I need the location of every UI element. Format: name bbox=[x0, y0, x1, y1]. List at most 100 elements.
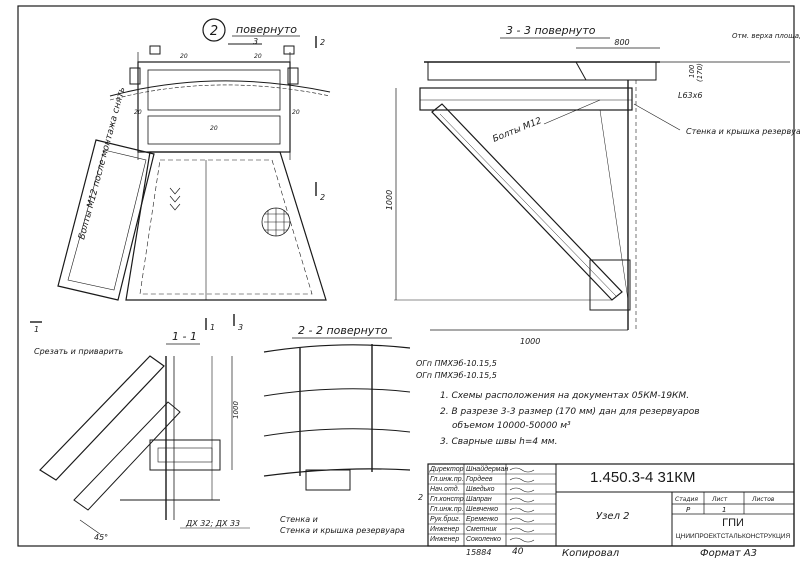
cut-3-top: 3 bbox=[253, 37, 258, 46]
rail-low bbox=[263, 428, 411, 437]
tb-sheet-v: 1 bbox=[722, 506, 726, 514]
rail-top bbox=[263, 344, 411, 353]
tb-name: Гордеев bbox=[466, 476, 493, 483]
dim-45-leader bbox=[79, 519, 101, 535]
stair-body bbox=[125, 151, 327, 301]
tb-role: Гл.инж.пр. bbox=[430, 476, 464, 483]
node-label: Узел 2 bbox=[596, 511, 630, 522]
diagonal-brace-inner bbox=[439, 113, 617, 297]
bolts-remove-1: Болты М12 после монтажа снять bbox=[77, 86, 127, 241]
note-2b: объемом 10000-50000 м³ bbox=[452, 421, 571, 431]
top-view-title: повернуто bbox=[236, 23, 297, 36]
ogp-1: ОГп ПМХЭб-10.15,5 bbox=[416, 359, 497, 368]
footer-format: Формат А3 bbox=[700, 548, 757, 559]
tb-name: Еременко bbox=[466, 516, 499, 523]
wall-roof-bottom-1: Стенка и bbox=[280, 515, 318, 524]
wall-roof-leader bbox=[633, 103, 681, 131]
tb-org: ГПИ bbox=[722, 517, 744, 529]
tb-name: Шведько bbox=[466, 486, 495, 493]
cut-1-left: 1 bbox=[34, 325, 39, 334]
tank-hatch bbox=[599, 109, 629, 301]
node-marker: 2 bbox=[210, 24, 218, 39]
section-33-title: 3 - 3 повернуто bbox=[506, 24, 596, 37]
dim-1000-left: 1000 bbox=[232, 401, 240, 419]
tb-role: Инженер bbox=[430, 526, 460, 533]
tank-arc-2 bbox=[109, 84, 331, 101]
dim-45: 45° bbox=[94, 533, 108, 542]
lower-plate bbox=[589, 259, 631, 311]
tb-role: Рук.бриг. bbox=[430, 516, 461, 523]
platform-inner bbox=[147, 69, 281, 111]
tank-arc bbox=[109, 80, 331, 97]
cut-2-top: 2 bbox=[320, 38, 325, 47]
tb-org-full: ЦНИИПРОЕКТСТАЛЬКОНСТРУКЦИЯ bbox=[676, 533, 791, 540]
tb-name: Соколенко bbox=[466, 536, 501, 543]
note-1: 1. Схемы расположения на документах 05КМ… bbox=[440, 391, 689, 401]
dx-label: ДХ 32; ДХ 33 bbox=[185, 519, 240, 528]
plan-view: 2 повернуто 3 2 20 20 20 20 20 Болты М12 bbox=[30, 18, 331, 334]
grate-patch bbox=[261, 207, 291, 237]
bolts-leader bbox=[543, 99, 601, 125]
dim-1000-v: 1000 bbox=[385, 190, 394, 210]
cut-2-mid: 2 bbox=[320, 193, 325, 202]
tb-role: Нач.отд. bbox=[430, 486, 460, 493]
footer-num: 40 bbox=[512, 547, 524, 557]
sheet-frame bbox=[17, 5, 795, 547]
footer-copied: Копировал bbox=[562, 548, 620, 559]
tb-name: Сметник bbox=[466, 526, 497, 533]
dim-20-c: 20 bbox=[134, 109, 142, 116]
platform-inner-2 bbox=[147, 115, 281, 145]
section-22-title: 2 - 2 повернуто bbox=[298, 324, 388, 337]
platform-beam-brace bbox=[575, 61, 587, 81]
stair-stringer bbox=[39, 355, 165, 481]
stair-stringer-2 bbox=[73, 401, 181, 511]
rotated-landing-inner bbox=[67, 149, 147, 291]
roof-mark: Отм. верха площадки bbox=[732, 32, 800, 40]
node-circle bbox=[202, 18, 226, 42]
tb-sheets-h: Листов bbox=[751, 496, 775, 503]
tb-name: Шапран bbox=[466, 496, 492, 503]
chevron-marks bbox=[169, 187, 181, 211]
main-beam bbox=[419, 87, 633, 111]
tb-name: Шнайдерман bbox=[466, 466, 509, 473]
section-1-1: 1 - 1 Срезать и приварить 1000 45° ДХ 32… bbox=[34, 330, 250, 542]
rotated-landing bbox=[57, 139, 155, 301]
section-3-3: 3 - 3 повернуто 800 Отм. верха площадки … bbox=[385, 24, 800, 346]
tb-stage-v: Р bbox=[686, 506, 691, 514]
angle-label: L63x6 bbox=[678, 91, 702, 100]
tb-name: Шевченко bbox=[466, 506, 499, 513]
doc-code: 1.450.3-4 31КМ bbox=[590, 469, 696, 486]
wall-roof-right: Стенка и крышка резервуара bbox=[686, 127, 800, 136]
tb-role: Директор bbox=[430, 466, 464, 473]
dim-20-e: 20 bbox=[210, 125, 218, 132]
tb-role: Гл.инж.пр. bbox=[430, 506, 464, 513]
bolts-m12-right: Болты М12 bbox=[491, 116, 543, 145]
landing-block bbox=[149, 439, 221, 471]
post-rr bbox=[287, 67, 299, 85]
platform-beam bbox=[427, 61, 657, 81]
dim-800: 800 bbox=[614, 38, 629, 47]
footer-inv: 15884 bbox=[466, 548, 492, 557]
dim-20-d: 20 bbox=[292, 109, 300, 116]
bracket bbox=[305, 469, 351, 491]
dim-170: (170) bbox=[696, 63, 704, 82]
cut-3-bottom: 3 bbox=[238, 323, 243, 332]
dim-2: 2 bbox=[418, 493, 423, 502]
cut-weld: Срезать и приварить bbox=[34, 347, 123, 356]
post-ll bbox=[129, 67, 141, 85]
cut-1-right: 1 bbox=[210, 323, 215, 332]
section-11-title: 1 - 1 bbox=[172, 330, 197, 343]
post-tr bbox=[283, 45, 295, 55]
post-tl bbox=[149, 45, 161, 55]
section-2-2: 2 - 2 повернуто Стенка и Стенка и крышка… bbox=[263, 324, 497, 535]
notes: 1. Схемы расположения на документах 05КМ… bbox=[440, 391, 700, 447]
ogp-2: ОГп ПМХЭб-10.15,5 bbox=[416, 371, 497, 380]
title-block: Стадия Лист Листов Р 1 ГПИ ЦНИИПРОЕКТСТА… bbox=[427, 463, 795, 547]
tb-stage-h: Стадия bbox=[675, 496, 698, 503]
rail-mid bbox=[263, 388, 411, 397]
stair-body-inner bbox=[139, 159, 313, 295]
dim-100: 100 bbox=[688, 64, 696, 78]
dim-20-a: 20 bbox=[180, 53, 188, 60]
dim-20-b: 20 bbox=[254, 53, 262, 60]
